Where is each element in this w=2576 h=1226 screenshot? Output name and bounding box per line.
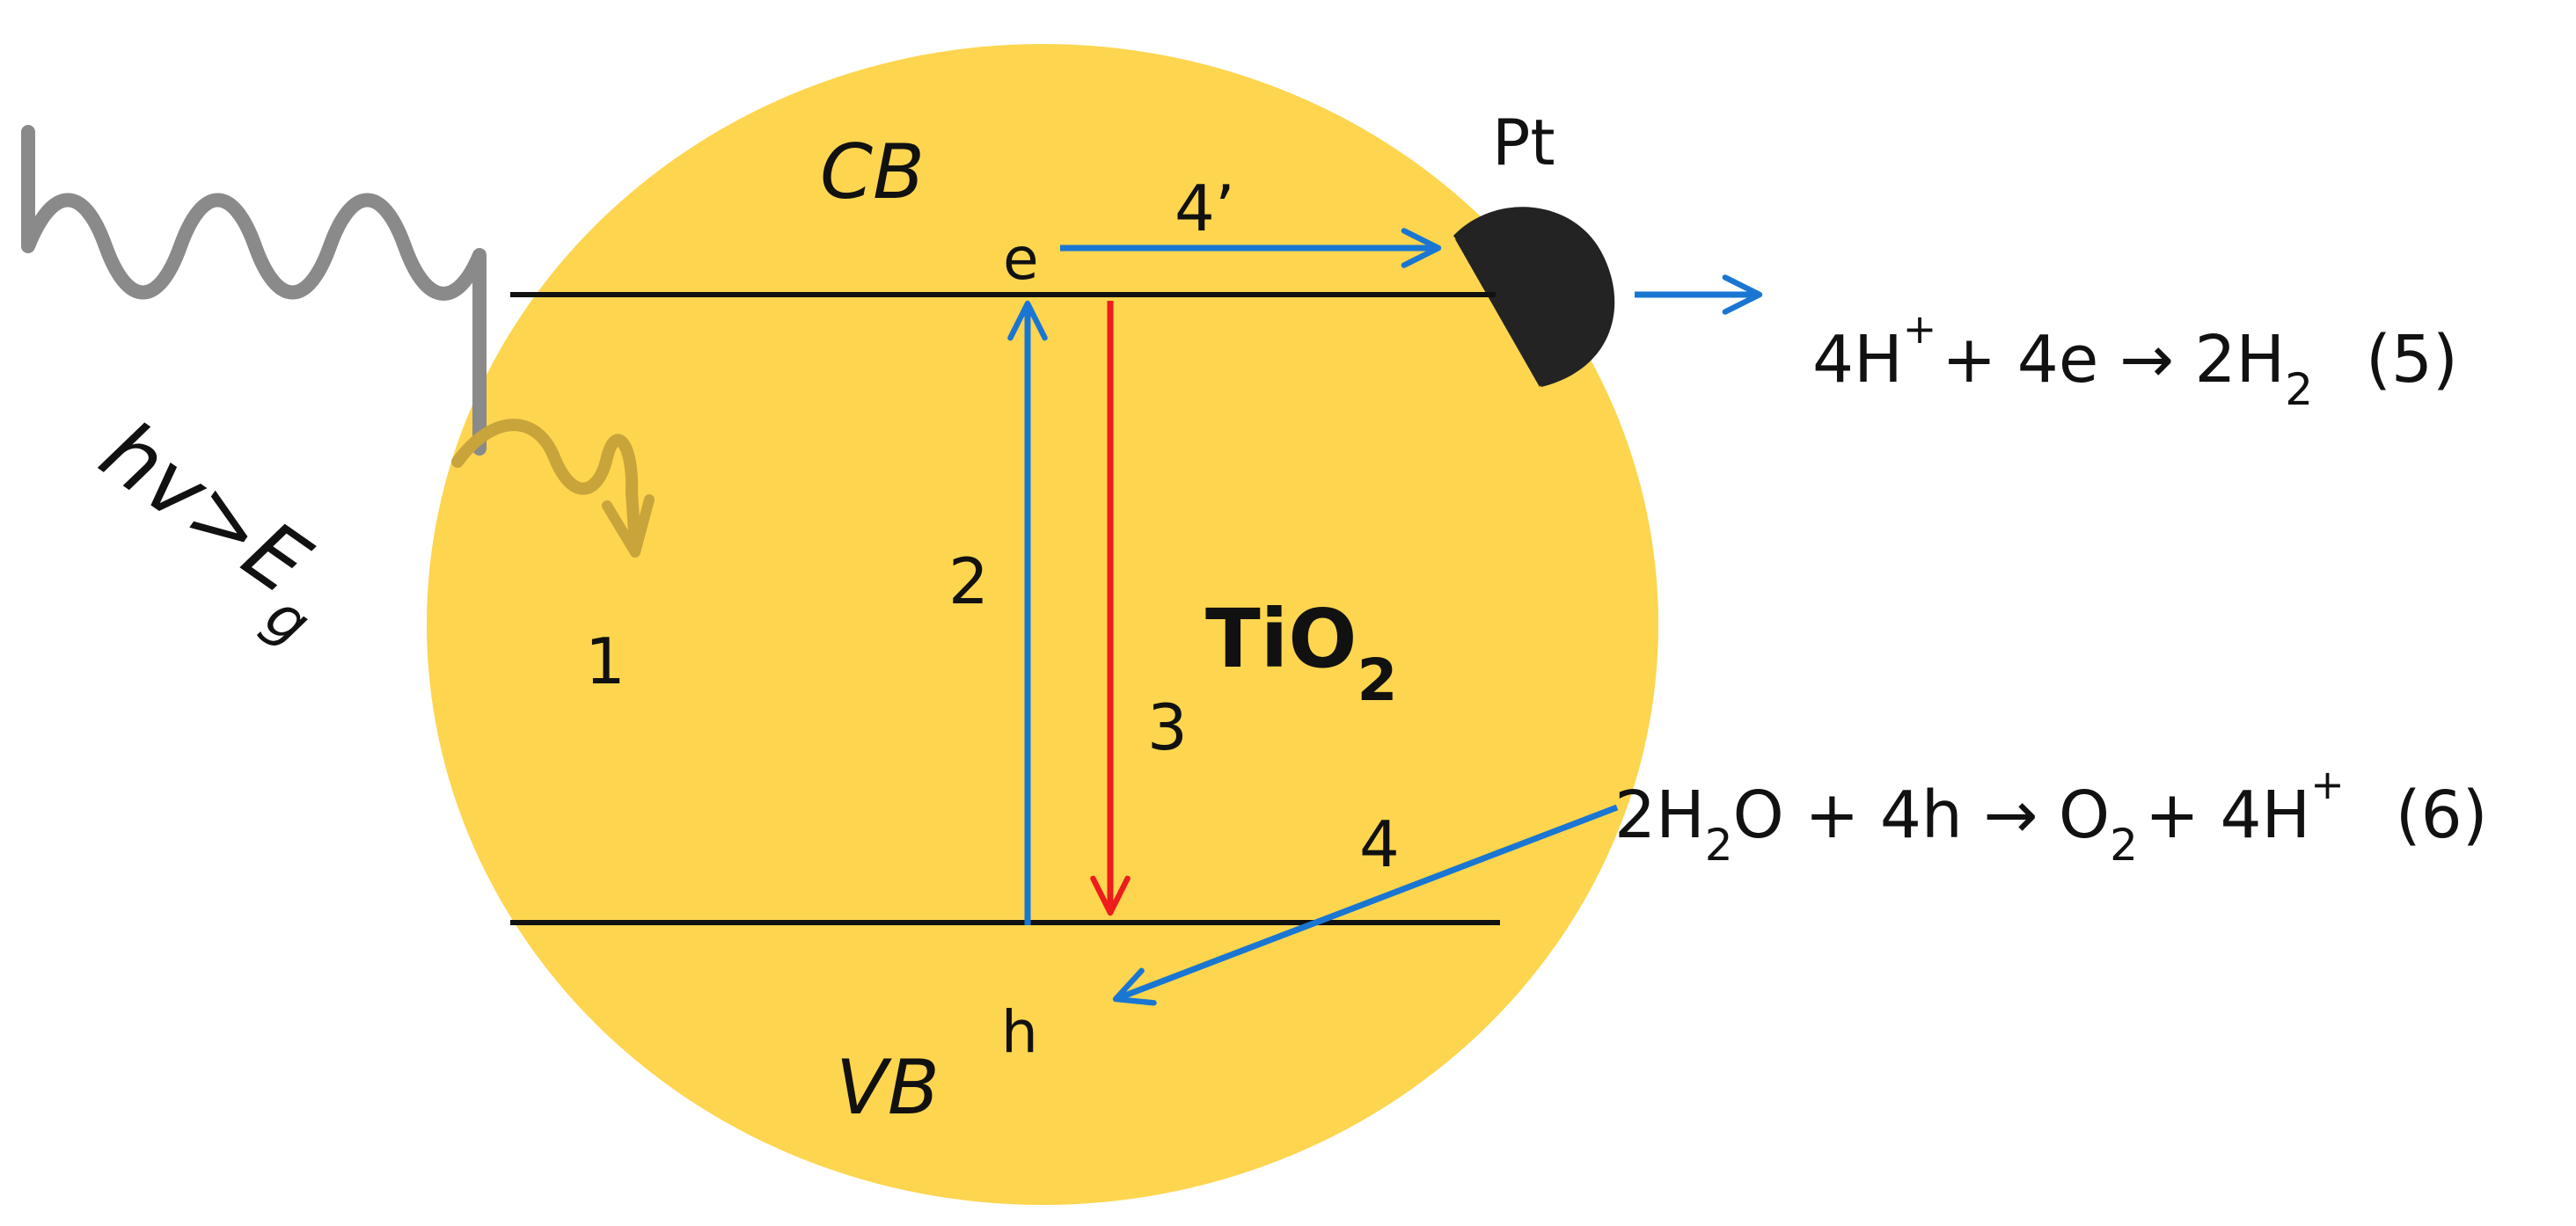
o2-eq-part-3: + 4H (2145, 777, 2310, 853)
photon-energy-main: hv>E (84, 402, 326, 613)
valence-band-label: VB (836, 1044, 940, 1132)
step-3-label: 3 (1147, 690, 1188, 764)
conduction-band-label: CB (820, 128, 925, 216)
material-label-main: TiO (1205, 592, 1358, 686)
step-4-prime-label: 4’ (1175, 171, 1235, 245)
step-4-label: 4 (1359, 807, 1400, 881)
photon-energy-text: hv>Eg (67, 402, 356, 658)
o2-eq-sub-1: 2 (1705, 820, 1733, 871)
material-label-subscript: 2 (1358, 646, 1398, 714)
hydrogen-equation: 4H++ 4e → 2H2 (5) (1812, 305, 2458, 415)
o2-eq-sup-1: + (2310, 761, 2345, 808)
photon-arrow-head (602, 494, 655, 558)
photon-wave (21, 125, 487, 456)
h2-eq-number: (5) (2366, 322, 2458, 398)
electron-label: e (1003, 225, 1039, 293)
oxygen-equation: 2H2O + 4h → O2+ 4H+(6) (1614, 761, 2488, 871)
pt-cocatalyst-body (1453, 207, 1615, 387)
o2-eq-part-1: 2H (1614, 777, 1705, 853)
h2-eq-part-1: 4H (1812, 322, 1903, 398)
photon-energy-label: hv>Eg (67, 402, 356, 658)
step-1-label: 1 (585, 624, 626, 698)
h2-eq-sup-1: + (1903, 305, 1937, 353)
hole-label: h (1001, 998, 1038, 1066)
o2-eq-number: (6) (2396, 777, 2488, 853)
pt-label: Pt (1492, 106, 1555, 179)
h2-eq-sub-1: 2 (2285, 364, 2313, 415)
photon-wave-absorbed (451, 419, 641, 551)
h2-eq-part-2: + 4e → 2H (1942, 322, 2285, 398)
o2-eq-sub-2: 2 (2110, 820, 2138, 871)
step-2-label: 2 (948, 544, 989, 618)
o2-eq-part-2: O + 4h → O (1733, 777, 2111, 853)
hole-transfer-arrow (1112, 804, 1619, 1006)
material-label: TiO2 (1205, 592, 1397, 714)
tio2-particle (427, 44, 1658, 1205)
